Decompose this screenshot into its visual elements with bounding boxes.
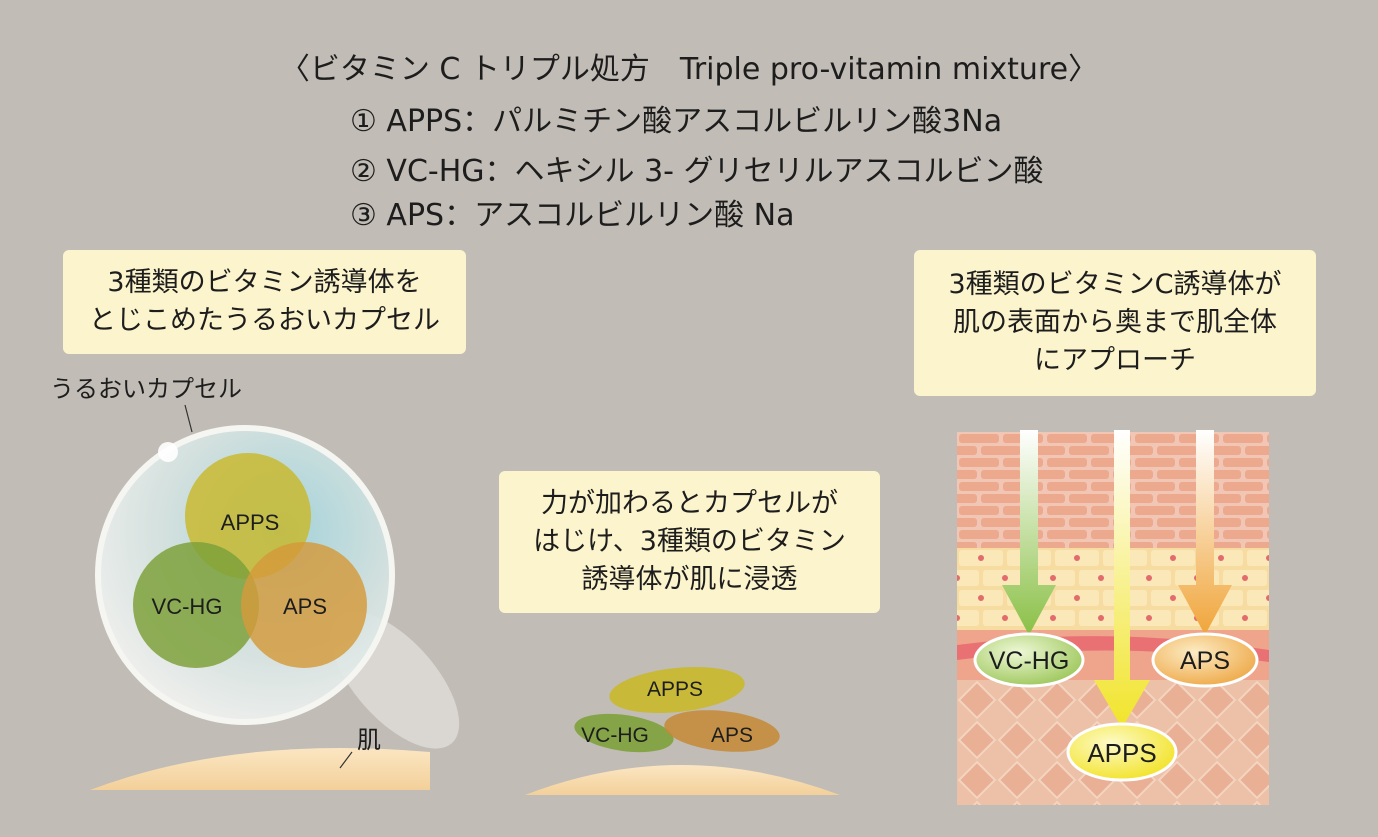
- right-note: 3種類のビタミンC誘導体が 肌の表面から奥まで肌全体 にアプローチ: [914, 250, 1316, 396]
- middle-note-line-2: はじけ、3種類のビタミン: [533, 526, 846, 557]
- page-title: 〈ビタミン C トリプル処方 Triple pro-vitamin mixtur…: [279, 52, 1099, 87]
- left-note: 3種類のビタミン誘導体を とじこめたうるおいカプセル: [63, 250, 466, 354]
- aps-arrow: [1178, 430, 1232, 635]
- ingredient-line-3: ③ APS：アスコルビルリン酸 Na: [350, 198, 795, 233]
- vchg-oval-label: VC-HG: [989, 647, 1070, 675]
- vchg-oval: [973, 632, 1085, 688]
- capsule-label: うるおいカプセル: [50, 375, 242, 403]
- skin-layer-stratum: [957, 432, 1269, 548]
- middle-skin-surface: [525, 765, 840, 795]
- aps-blob: [664, 710, 780, 752]
- apps-oval-label: APPS: [1087, 738, 1156, 768]
- apps-oval: [1066, 722, 1178, 782]
- aps-oval-label: APS: [1180, 647, 1230, 675]
- ingredient-line-1: ① APPS：パルミチン酸アスコルビルリン酸3Na: [350, 104, 1003, 139]
- vchg-arrow: [1002, 430, 1056, 635]
- ingredient-line-2: ② VC-HG：ヘキシル 3- グリセリルアスコルビン酸: [350, 154, 1044, 189]
- vchg-circle: [133, 542, 259, 668]
- apps-arrow: [1094, 430, 1150, 728]
- vchg-circle-label: VC-HG: [152, 594, 223, 619]
- aps-blob-label: APS: [711, 724, 753, 747]
- right-note-line-1: 3種類のビタミンC誘導体が: [948, 269, 1282, 300]
- aps-circle: [241, 542, 367, 668]
- skin-pointer-line: [339, 751, 353, 769]
- vchg-blob: [574, 713, 674, 753]
- capsule-pointer-line: [184, 404, 193, 433]
- aps-oval: [1151, 632, 1259, 688]
- middle-note-line-1: 力が加わるとカプセルが: [541, 488, 838, 519]
- left-note-line-1: 3種類のビタミン誘導体を: [107, 267, 422, 298]
- left-skin-surface: [90, 747, 430, 790]
- right-note-line-3: にアプローチ: [1034, 345, 1196, 376]
- apps-blob: [609, 666, 745, 714]
- middle-note: 力が加わるとカプセルが はじけ、3種類のビタミン 誘導体が肌に浸透: [499, 471, 880, 613]
- left-note-line-2: とじこめたうるおいカプセル: [89, 305, 440, 336]
- apps-blob-label: APPS: [647, 678, 703, 701]
- middle-note-line-3: 誘導体が肌に浸透: [581, 564, 798, 595]
- aps-circle-label: APS: [283, 594, 327, 619]
- skin-label: 肌: [357, 726, 381, 754]
- vchg-blob-label: VC-HG: [581, 724, 649, 747]
- right-note-line-2: 肌の表面から奥まで肌全体: [953, 307, 1277, 338]
- capsule-highlight: [158, 442, 178, 462]
- apps-circle-label: APPS: [221, 510, 280, 535]
